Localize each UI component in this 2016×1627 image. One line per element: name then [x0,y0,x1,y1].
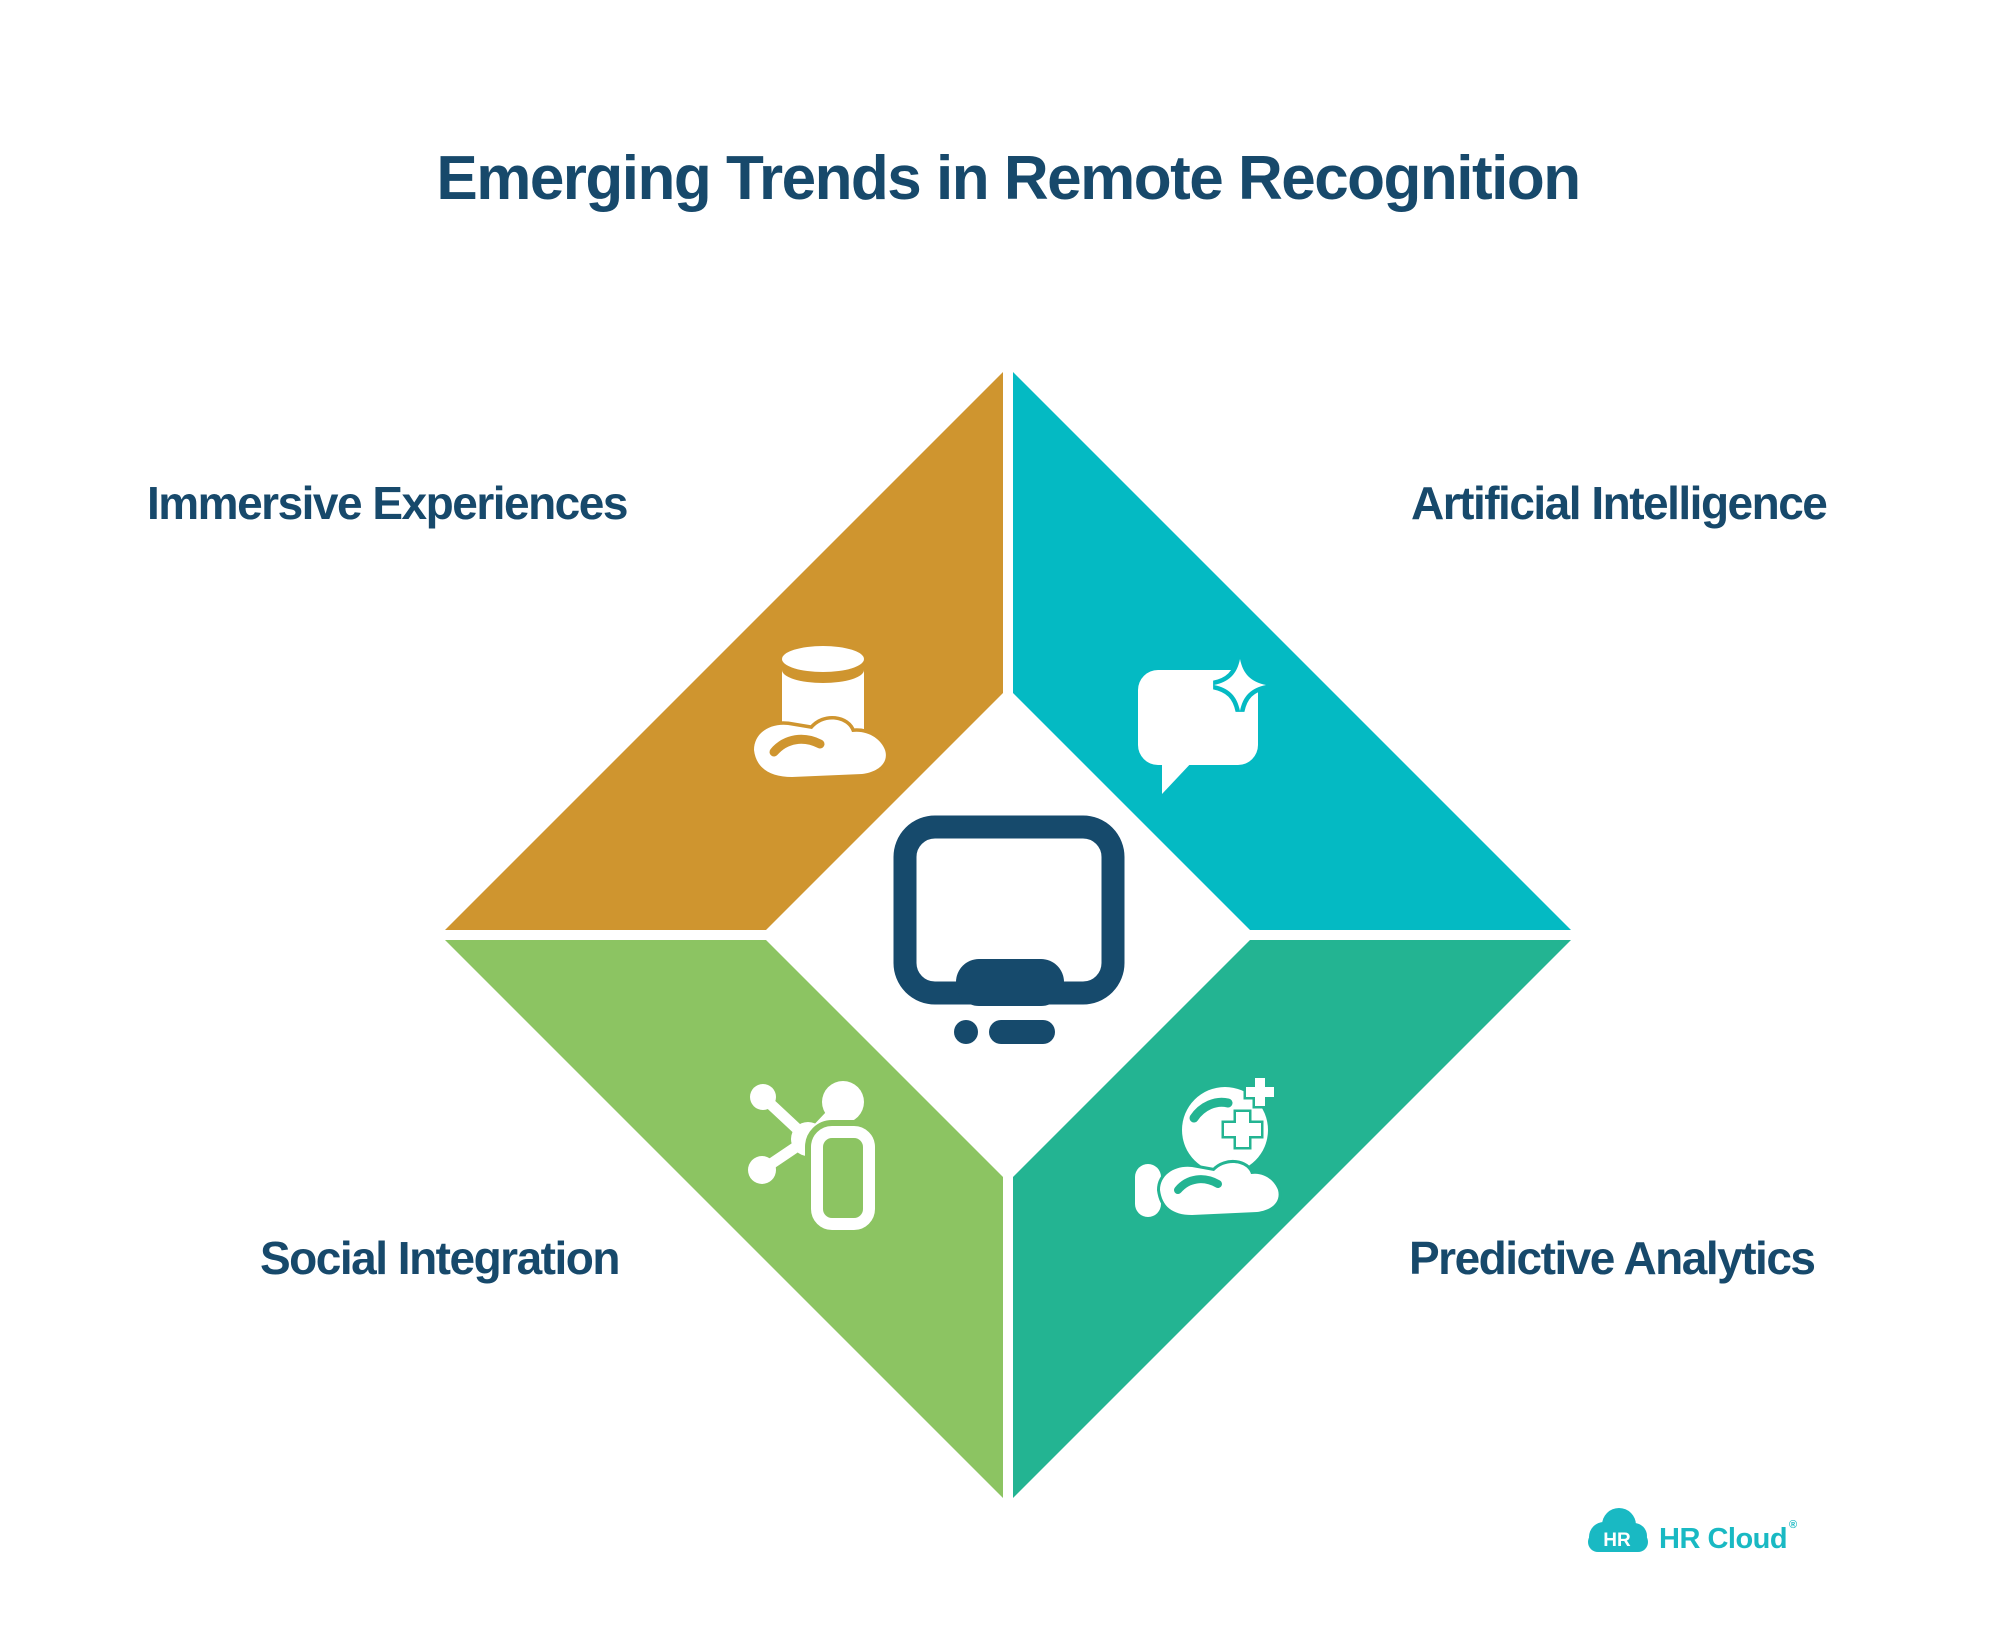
chat-bubble-sparkle-icon [1138,657,1268,794]
registered-trademark: ® [1789,1519,1797,1531]
segment-artificial-intelligence [1008,367,1576,935]
network-node [748,1156,776,1184]
label-predictive-analytics: Predictive Analytics [1409,1232,1816,1284]
sparkle [1212,657,1268,713]
segment-predictive-analytics [1008,935,1576,1503]
hand-holding-orb-plus-icon [1132,1075,1282,1220]
chat-bubble-tail [1162,760,1194,794]
network-node [750,1084,776,1110]
cylinder-lid [782,646,864,672]
hand-holding-cylinder-icon [750,646,890,781]
cloud-icon [1588,1508,1648,1552]
page-title: Emerging Trends in Remote Recognition [436,144,1581,213]
label-immersive-experiences: Immersive Experiences [147,477,628,529]
outer-plus [1243,1075,1277,1109]
monitor-remote-icon [893,815,1125,1044]
remote-bar [989,1020,1055,1044]
holding-hand [1156,1160,1282,1219]
hr-cloud-logo: HR HR Cloud ® [1588,1508,1797,1555]
label-artificial-intelligence: Artificial Intelligence [1411,477,1828,529]
segment-social-integration [440,935,1008,1503]
label-social-integration: Social Integration [260,1232,620,1284]
monitor-stand-pill [956,959,1064,1006]
logo-wordmark: HR Cloud [1659,1523,1787,1555]
remote-dot [954,1020,978,1044]
hand-thumb-gap [769,734,825,757]
hand-thumb-gap [1174,1175,1222,1194]
segment-immersive-experiences [440,367,1008,935]
network-share-phone-icon [748,1081,881,1236]
orb-highlight [1189,1097,1233,1123]
phone-outline [811,1126,875,1230]
network-node [822,1081,864,1123]
orb-plus [1221,1109,1264,1150]
logo-badge-text: HR [1603,1530,1631,1551]
